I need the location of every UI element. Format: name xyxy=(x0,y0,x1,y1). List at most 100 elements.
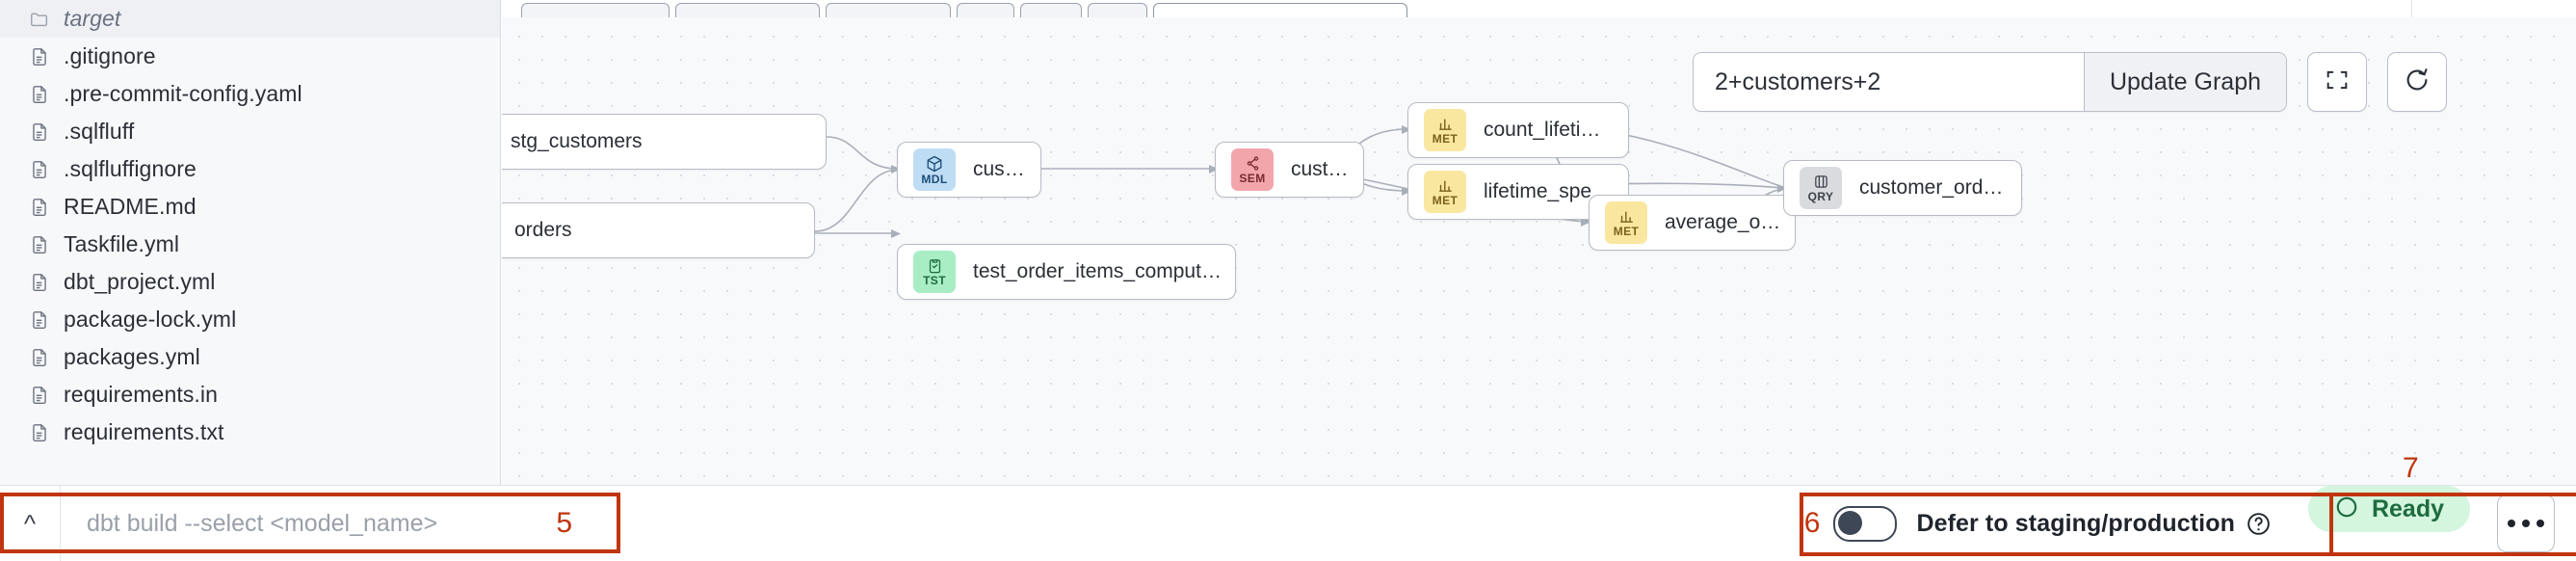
file-label: .sqlfluffignore xyxy=(64,156,197,181)
file-icon xyxy=(29,309,50,331)
file-label: .gitignore xyxy=(64,43,156,68)
help-circle-icon[interactable] xyxy=(2246,511,2272,537)
badge-text: MET xyxy=(1432,194,1459,207)
graph-node-customers-semantic[interactable]: SEM customers xyxy=(1215,142,1364,198)
file-label: requirements.txt xyxy=(64,419,224,444)
file-icon xyxy=(29,84,50,105)
file-row[interactable]: .sqlfluffignore xyxy=(0,150,500,188)
file-row[interactable]: requirements.in xyxy=(0,376,500,414)
query-icon xyxy=(1813,174,1829,190)
command-input[interactable]: dbt build --select <model_name> xyxy=(87,509,438,537)
file-label: package-lock.yml xyxy=(64,307,237,332)
node-label: customers xyxy=(1291,158,1363,180)
file-icon xyxy=(29,422,50,443)
file-label: requirements.in xyxy=(64,382,219,407)
metric-badge: MET xyxy=(1605,201,1647,244)
badge-text: TST xyxy=(923,274,946,287)
editor-tab[interactable] xyxy=(826,3,951,17)
test-badge: TST xyxy=(913,251,956,293)
file-row[interactable]: .gitignore xyxy=(0,38,500,75)
bottom-status-bar: ^ dbt build --select <model_name> 5 6 De… xyxy=(0,485,2576,561)
node-label: average_order_value xyxy=(1665,211,1795,233)
editor-tabbar[interactable] xyxy=(502,0,2576,18)
toggle-knob xyxy=(1838,510,1863,535)
editor-tab-active[interactable] xyxy=(1153,3,1407,17)
file-row[interactable]: packages.yml xyxy=(0,338,500,376)
editor-tab[interactable] xyxy=(521,3,670,17)
file-icon xyxy=(29,159,50,180)
defer-toggle[interactable] xyxy=(1833,505,1898,542)
graph-node-customers-model[interactable]: MDL customers xyxy=(897,142,1041,198)
clipboard-check-icon xyxy=(927,257,943,274)
update-graph-button[interactable]: Update Graph xyxy=(2083,53,2286,111)
file-label: .pre-commit-config.yaml xyxy=(64,81,302,106)
file-label: README.md xyxy=(64,194,197,219)
file-row[interactable]: target xyxy=(0,0,500,38)
file-row[interactable]: .sqlfluff xyxy=(0,113,500,150)
tabbar-actions[interactable] xyxy=(2411,0,2576,17)
command-bar[interactable]: ^ dbt build --select <model_name> 5 xyxy=(0,486,618,561)
node-label: test_order_items_compute_to_bools… xyxy=(973,260,1235,282)
query-badge: QRY xyxy=(1800,167,1842,209)
graph-node-average-order-value[interactable]: MET average_order_value xyxy=(1589,195,1796,251)
semantic-graph-icon xyxy=(1245,155,1261,172)
fullscreen-icon xyxy=(2324,67,2351,98)
file-row[interactable]: README.md xyxy=(0,188,500,226)
more-actions-button[interactable] xyxy=(2497,494,2555,552)
badge-text: MET xyxy=(1613,225,1640,238)
file-label: Taskfile.yml xyxy=(64,231,180,256)
graph-node-stg-customers[interactable]: stg_customers xyxy=(502,114,827,170)
graph-node-customer-order-metrics[interactable]: QRY customer_order_metrics xyxy=(1783,160,2022,216)
file-label: packages.yml xyxy=(64,344,200,369)
file-icon xyxy=(29,121,50,143)
graph-canvas[interactable]: 2+customers+2 Update Graph xyxy=(502,17,2576,485)
badge-text: MDL xyxy=(921,172,948,186)
status-badge[interactable]: Ready xyxy=(2307,486,2470,532)
refresh-button[interactable] xyxy=(2387,52,2447,112)
graph-toolbar[interactable]: 2+customers+2 Update Graph xyxy=(1692,52,2447,112)
file-label: target xyxy=(64,6,121,31)
file-row[interactable]: Taskfile.yml xyxy=(0,226,500,263)
editor-tab[interactable] xyxy=(957,3,1014,17)
graph-node-stg-orders[interactable]: orders xyxy=(502,202,815,258)
file-icon xyxy=(29,385,50,406)
node-label: customer_order_metrics xyxy=(1859,176,2021,199)
node-label: count_lifetime_orders xyxy=(1484,119,1628,141)
file-row[interactable]: dbt_project.yml xyxy=(0,263,500,301)
graph-node-count-lifetime-orders[interactable]: MET count_lifetime_orders xyxy=(1407,102,1629,158)
fullscreen-button[interactable] xyxy=(2307,52,2367,112)
folder-icon xyxy=(29,9,50,30)
editor-tab[interactable] xyxy=(1088,3,1147,17)
annotation-number-6: 6 xyxy=(1803,507,1821,539)
bottom-bar-spacer xyxy=(618,486,1791,561)
lineage-graph-pane: 2+customers+2 Update Graph xyxy=(502,0,2576,485)
metric-badge: MET xyxy=(1424,109,1466,151)
refresh-icon xyxy=(2403,66,2431,99)
file-icon xyxy=(29,197,50,218)
defer-block: 6 Defer to staging/production xyxy=(1791,486,2277,561)
annotation-number-5: 5 xyxy=(556,507,572,539)
node-label: customers xyxy=(973,158,1040,180)
file-explorer[interactable]: target .gitignore .pre-commit-config.yaml.… xyxy=(0,0,501,485)
bar-chart-icon xyxy=(1618,208,1635,225)
file-icon xyxy=(29,46,50,67)
cube-icon xyxy=(926,155,943,173)
circle-icon xyxy=(2334,494,2359,524)
graph-node-test-order-items[interactable]: TST test_order_items_compute_to_bools… xyxy=(897,244,1236,300)
file-row[interactable]: requirements.txt xyxy=(0,414,500,451)
graph-selector-input[interactable]: 2+customers+2 xyxy=(1693,53,2084,111)
editor-tab[interactable] xyxy=(1020,3,1082,17)
bar-chart-icon xyxy=(1437,177,1454,194)
file-list: target .gitignore .pre-commit-config.yaml.… xyxy=(0,0,500,451)
bar-chart-icon xyxy=(1437,116,1454,132)
badge-text: QRY xyxy=(1807,190,1834,203)
editor-tab[interactable] xyxy=(675,3,820,17)
file-row[interactable]: package-lock.yml xyxy=(0,301,500,338)
semantic-badge: SEM xyxy=(1231,148,1274,191)
badge-text: SEM xyxy=(1239,172,1266,185)
graph-selector-group[interactable]: 2+customers+2 Update Graph xyxy=(1692,52,2287,112)
file-icon xyxy=(29,234,50,255)
chevron-up-icon[interactable]: ^ xyxy=(0,486,61,561)
file-row[interactable]: .pre-commit-config.yaml xyxy=(0,75,500,113)
